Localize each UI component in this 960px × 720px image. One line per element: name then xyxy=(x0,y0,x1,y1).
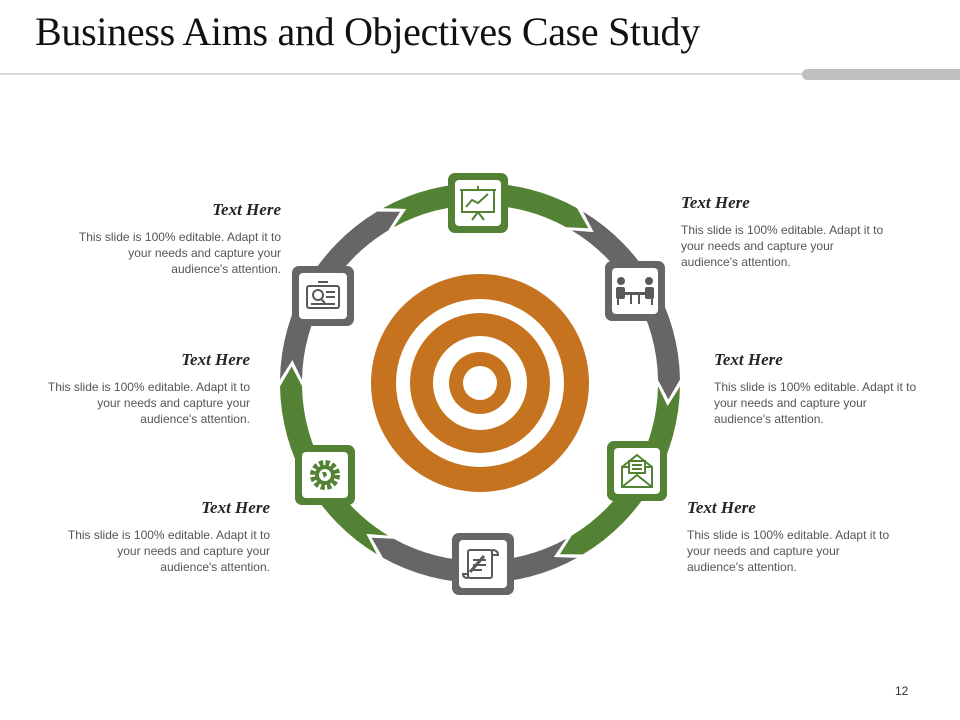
node-middle-left: Text Here This slide is 100% editable. A… xyxy=(40,350,250,427)
icon-box-id-card xyxy=(292,266,354,326)
node-bottom-right: Text Here This slide is 100% editable. A… xyxy=(687,498,897,575)
node-description: This slide is 100% editable. Adapt it to… xyxy=(687,528,890,574)
title-divider xyxy=(0,73,960,75)
node-heading: Text Here xyxy=(201,498,270,517)
node-heading: Text Here xyxy=(181,350,250,369)
presentation-chart-icon xyxy=(460,186,496,221)
node-description: This slide is 100% editable. Adapt it to… xyxy=(78,230,281,276)
gear-globe-icon xyxy=(310,460,340,490)
page-number: 12 xyxy=(895,684,909,698)
id-card-search-icon xyxy=(306,281,340,309)
node-heading: Text Here xyxy=(681,193,750,212)
ring-arrow-segment xyxy=(371,537,577,583)
icon-box-meeting xyxy=(605,261,665,321)
icon-box-document xyxy=(452,533,514,595)
target-icon xyxy=(371,274,589,492)
node-description: This slide is 100% editable. Adapt it to… xyxy=(47,380,250,426)
ring-arrow-segment xyxy=(383,183,589,229)
node-heading: Text Here xyxy=(212,200,281,219)
node-description: This slide is 100% editable. Adapt it to… xyxy=(67,528,270,574)
node-middle-right: Text Here This slide is 100% editable. A… xyxy=(714,350,924,427)
icon-box-gear xyxy=(295,445,355,505)
node-heading: Text Here xyxy=(714,350,783,369)
node-description: This slide is 100% editable. Adapt it to… xyxy=(681,223,884,269)
node-heading: Text Here xyxy=(687,498,756,517)
accent-bar xyxy=(802,69,960,80)
slide-title: Business Aims and Objectives Case Study xyxy=(35,9,700,54)
icon-box-presentation xyxy=(448,173,508,233)
icon-box-envelope xyxy=(607,441,667,501)
node-top-left: Text Here This slide is 100% editable. A… xyxy=(71,200,281,277)
node-top-right: Text Here This slide is 100% editable. A… xyxy=(681,193,891,270)
node-description: This slide is 100% editable. Adapt it to… xyxy=(714,380,917,426)
document-scroll-icon xyxy=(461,549,500,579)
node-bottom-left: Text Here This slide is 100% editable. A… xyxy=(60,498,270,575)
meeting-people-icon xyxy=(616,277,654,305)
envelope-icon xyxy=(621,453,653,488)
